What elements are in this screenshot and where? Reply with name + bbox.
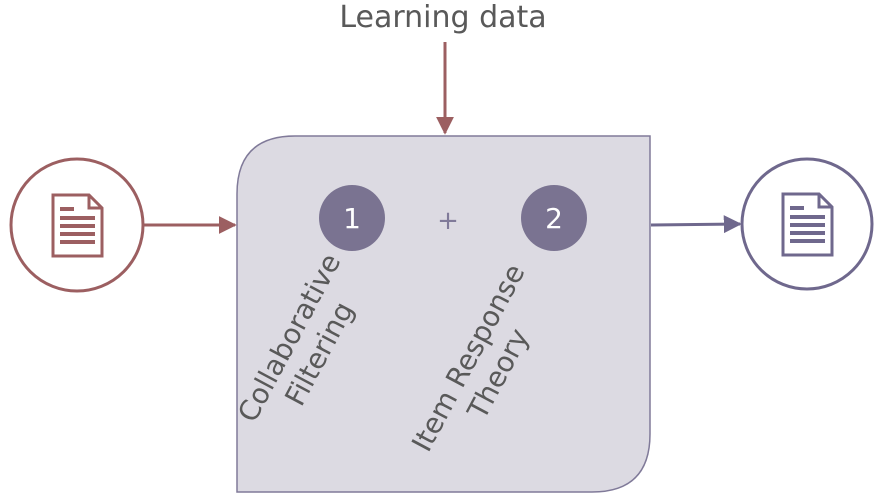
document-icon [51,193,104,258]
output-arrow [650,215,742,234]
output-document-node [740,157,874,291]
step-2-number: 2 [545,202,563,235]
step-1-number: 1 [343,202,361,235]
input-document-node [9,157,145,293]
document-icon [781,192,834,257]
learning-data-label: Learning data [339,0,546,35]
plus-operator: + [437,206,459,236]
step-1-badge: 1 [319,185,385,251]
step-2-badge: 2 [521,185,587,251]
